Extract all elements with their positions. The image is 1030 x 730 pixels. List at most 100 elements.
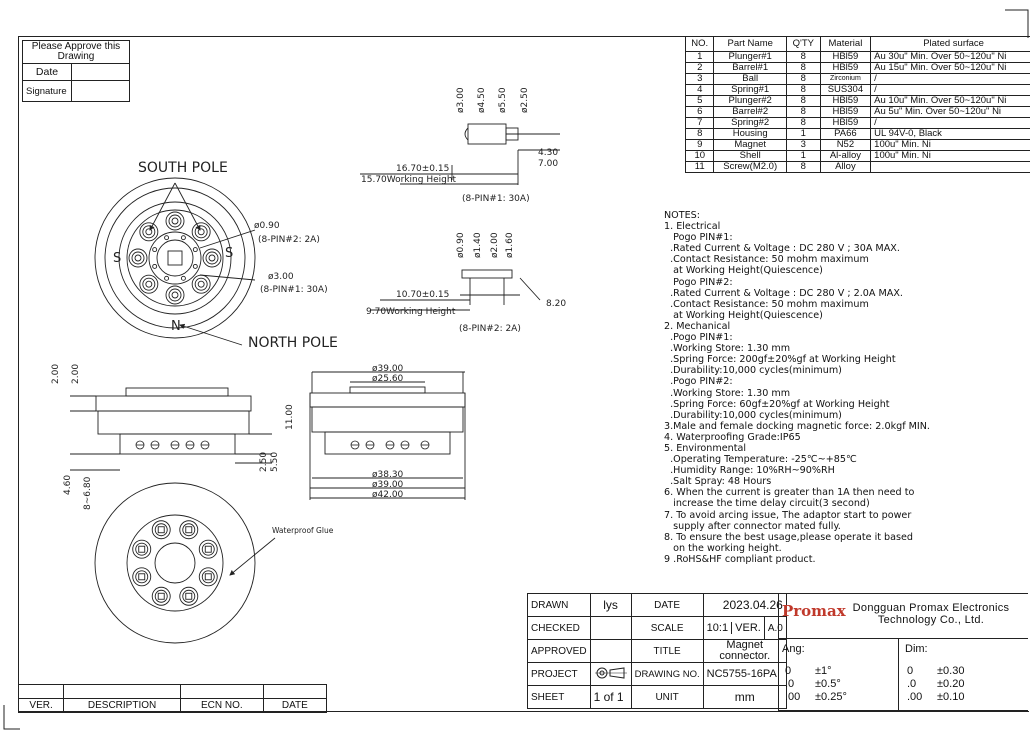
bottom-pin	[201, 542, 215, 556]
s1-wh: 15.70Working Height	[361, 175, 457, 185]
pin-contact	[205, 251, 219, 265]
pin-contact	[165, 285, 185, 305]
pin-contact	[191, 222, 211, 242]
dim-tolerance: Dim: 0±0.30.0±0.20.00±0.10	[903, 639, 1023, 712]
dim-3830: ø38.30	[372, 470, 404, 480]
s1-d250: ø2.50	[520, 87, 530, 113]
label-pin1: (8-PIN#1: 30A)	[260, 285, 328, 295]
bottom-pin	[154, 589, 168, 603]
note-line: .Durability:10,000 cycles(minimum)	[664, 409, 842, 421]
small-pin	[164, 235, 170, 241]
dim-tolerance: ±0.30	[937, 665, 965, 677]
note-line: .Spring Force: 60gf±20%gf at Working Hei…	[664, 398, 890, 410]
north-arrow	[179, 323, 243, 346]
label-pin2: (8-PIN#2: 2A)	[258, 235, 320, 245]
note-line: NOTES:	[664, 210, 700, 221]
label-d090: ø0.90	[254, 221, 280, 231]
bottom-pin-core	[204, 573, 212, 581]
pin-contact	[139, 222, 159, 242]
dim-460: 4.60	[63, 475, 73, 495]
note-line: .Pogo PIN#1:	[664, 332, 733, 344]
bottom-pin	[132, 539, 152, 559]
small-pin	[192, 247, 198, 253]
s2-1070: 10.70±0.15	[396, 290, 449, 300]
drawing-no-label: DRAWING NO.	[630, 662, 704, 686]
bottom-pin	[135, 570, 149, 584]
checked-value[interactable]	[589, 616, 632, 640]
s1-1670: 16.70±0.15	[396, 164, 449, 174]
title-block: DRAWN lys DATE 2023.04.26 CHECKED SCALE …	[527, 593, 787, 709]
dim-label: Dim:	[905, 643, 928, 655]
approval-signature-value[interactable]	[71, 80, 130, 102]
s2-d140: ø1.40	[473, 232, 483, 258]
s-label-left: S	[113, 251, 121, 266]
ang-tolerance: ±0.25°	[815, 691, 847, 703]
note-line: 7. To avoid arcing issue, The adaptor st…	[664, 509, 912, 521]
waterproof-label: Waterproof Glue	[272, 526, 334, 535]
ver-label: VER.	[731, 622, 761, 634]
ang-precision: 0	[785, 665, 792, 677]
angle-tolerance: Ang: 0±1°.0±0.5°.00±0.25°	[779, 639, 899, 712]
pin-contact	[145, 228, 153, 236]
title-label: TITLE	[630, 639, 704, 663]
note-line: 4. Waterproofing Grade:IP65	[664, 431, 801, 443]
bottom-pin-core	[157, 592, 165, 600]
bottom-pin	[132, 567, 152, 587]
bottom-pin	[182, 589, 196, 603]
bottom-pin	[182, 523, 196, 537]
revision-header-cell: VER.	[17, 698, 65, 713]
bottom-pin	[198, 567, 218, 587]
note-line: Pogo PIN#1:	[664, 232, 733, 244]
north-pole-label: NORTH POLE	[248, 335, 338, 351]
ang-precision: .00	[785, 691, 801, 703]
approved-value[interactable]	[589, 639, 632, 663]
note-line: .Salt Spray: 48 Hours	[664, 476, 772, 488]
pin-contact	[142, 225, 156, 239]
south-arrow-1	[149, 182, 176, 231]
note-line: increase the time delay circuit(3 second…	[664, 498, 870, 510]
project-label: PROJECT	[527, 662, 591, 686]
projection-symbol	[589, 662, 632, 686]
note-line: 6. When the current is greater than 1A t…	[664, 487, 915, 499]
parts-cell: Screw(M2.0)	[713, 161, 787, 173]
label-d300: ø3.00	[268, 272, 294, 282]
projection-icon	[594, 666, 627, 679]
dim-3900b: ø39.00	[372, 480, 404, 490]
note-line: .Operating Temperature: -25℃~+85℃	[664, 454, 857, 466]
dim-200a: 2.00	[51, 364, 61, 384]
bottom-pin-core	[185, 526, 193, 534]
parts-cell: 11	[684, 161, 715, 173]
bottom-pin-core	[185, 592, 193, 600]
note-line: .Durability:10,000 cycles(minimum)	[664, 365, 842, 377]
bottom-pin-core	[138, 545, 146, 553]
bottom-pin	[201, 570, 215, 584]
ang-rows: 0±1°.0±0.5°.00±0.25°	[785, 665, 847, 704]
south-arrow-2	[174, 182, 201, 231]
note-line: supply after connector mated fully.	[664, 520, 841, 532]
pin-contact	[142, 277, 156, 291]
note-line: Pogo PIN#2:	[664, 276, 733, 288]
company-block: Promax Dongguan Promax Electronics Techn…	[778, 593, 1028, 712]
note-line: .Humidity Range: 10%RH~90%RH	[664, 465, 835, 477]
revision-header-cell: ECN NO.	[179, 698, 264, 713]
bottom-pin	[179, 520, 199, 540]
n-label: N	[171, 319, 181, 334]
date-value: 2023.04.26	[702, 593, 787, 617]
note-line: .Rated Current & Voltage : DC 280 V ; 30…	[664, 243, 900, 255]
ang-label: Ang:	[782, 643, 805, 655]
note-line: at Working Height(Quiescence)	[664, 309, 823, 321]
pin-contact	[171, 217, 179, 225]
parts-cell: Plunger#1	[713, 51, 787, 63]
dim-precision: .00	[907, 691, 923, 703]
small-pin	[180, 235, 186, 241]
company-header: Promax Dongguan Promax Electronics Techn…	[779, 594, 1028, 639]
ang-tolerance: ±0.5°	[815, 678, 841, 690]
